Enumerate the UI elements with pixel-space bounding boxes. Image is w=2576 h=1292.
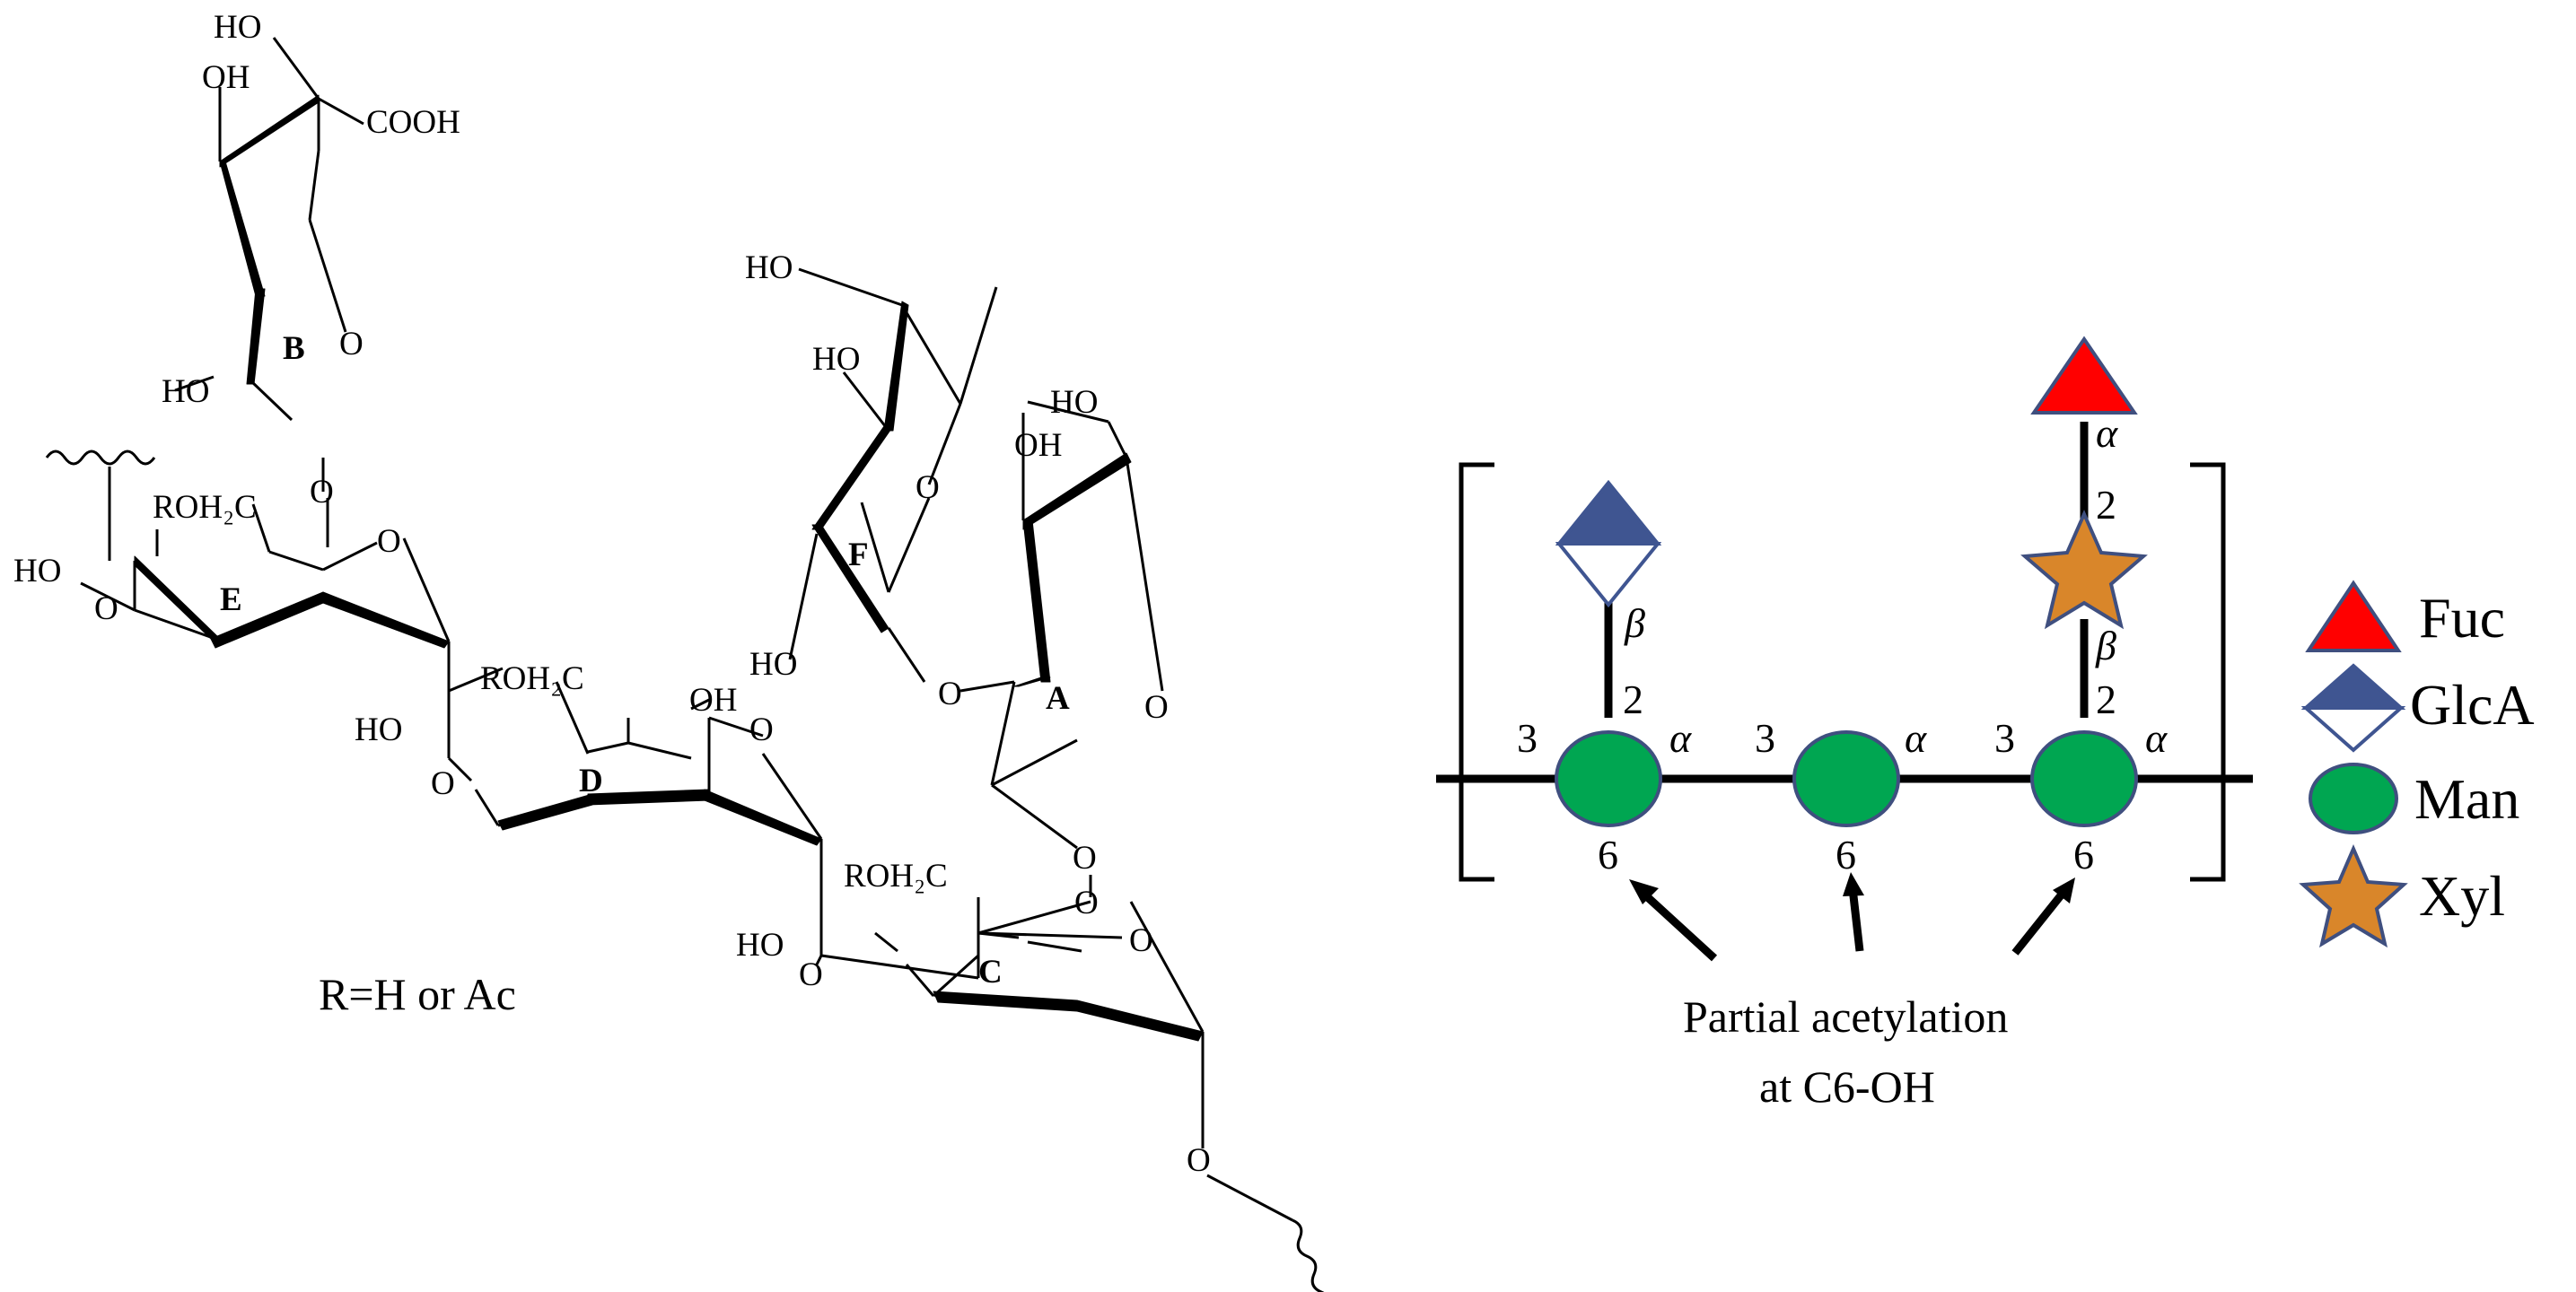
link-6-left: 6	[1598, 832, 1618, 877]
ring-label-B: B	[283, 330, 305, 367]
a-ho: HO	[1050, 384, 1098, 421]
ring-label-E: E	[220, 581, 242, 618]
ring-label-A: A	[1046, 680, 1070, 717]
ring-label-C: C	[978, 954, 1003, 991]
b-ho-left: HO	[162, 373, 209, 410]
f-ho-bottom: HO	[749, 646, 797, 683]
b-oh: OH	[202, 59, 250, 96]
a-o-ring: O	[1144, 689, 1169, 726]
f-o-ring: O	[916, 469, 940, 506]
legend-fuc-label: Fuc	[2419, 586, 2505, 650]
link-alpha-fuc: α	[2096, 410, 2118, 456]
ring-label-D: D	[579, 763, 603, 799]
link-2-fuc: 2	[2096, 482, 2116, 528]
link-3-right: 3	[1994, 715, 2015, 761]
e-roh2c: ROH₂C	[153, 489, 257, 526]
wavy-bond-left	[45, 450, 156, 466]
b-o-link: O	[310, 474, 334, 511]
acetylation-note-line2: at C6-OH	[1759, 1061, 1935, 1112]
legend-glca-icon	[2300, 663, 2406, 753]
e-o-left: O	[94, 590, 118, 627]
fuc-residue	[2030, 336, 2138, 415]
link-beta-glca: β	[1624, 600, 1645, 646]
legend-glca-label: GlcA	[2410, 673, 2535, 737]
fa-o-link: O	[938, 676, 962, 712]
b-ho-top: HO	[214, 9, 261, 46]
legend-fuc-icon	[2305, 580, 2402, 652]
ring-E: ROH₂C HO O O E	[13, 450, 451, 649]
link-3-left: 3	[1517, 715, 1538, 761]
b-o-ring: O	[339, 326, 364, 362]
link-alpha-2: α	[1905, 715, 1927, 761]
a-o-link: O	[1073, 840, 1097, 877]
chemical-structure: HO OH COOH O B HO O ROH₂C HO O	[13, 9, 1325, 1292]
f-ho-top: HO	[745, 249, 793, 286]
c-o-bottom: O	[1187, 1142, 1211, 1179]
r-substituent-note: R=H or Ac	[319, 969, 516, 1019]
man-residue-middle	[1792, 730, 1900, 827]
acetylation-note-line1: Partial acetylation	[1683, 991, 2008, 1042]
link-beta-xyl: β	[2095, 623, 2116, 668]
f-ho-mid: HO	[812, 341, 860, 378]
ring-F: HO HO O F HO O	[745, 249, 998, 712]
link-3-mid: 3	[1755, 715, 1775, 761]
c-ho: HO	[736, 927, 784, 964]
legend-xyl-icon	[2299, 843, 2408, 948]
ring-label-F: F	[848, 537, 869, 573]
b-cooh: COOH	[366, 104, 460, 141]
legend-xyl-label: Xyl	[2419, 864, 2505, 928]
xyl-residue	[2020, 510, 2148, 630]
ring-A: HO OH O A O	[959, 384, 1169, 897]
link-6-mid: 6	[1836, 832, 1856, 877]
glca-residue	[1555, 479, 1662, 608]
d-oh: OH	[689, 682, 737, 719]
ring-C: ROH₂C O HO O O C O	[736, 839, 1325, 1292]
snfg-repeat-unit: 3 α 3 α 3 α β 2 α 2 β 2 6 6 6 Partial ac…	[1436, 336, 2253, 1112]
ring-D: ROH₂C OH HO O O D	[355, 642, 823, 846]
legend-man-icon	[2309, 763, 2398, 834]
e-ho: HO	[13, 553, 61, 589]
left-bracket	[1459, 462, 1494, 882]
d-ho: HO	[355, 711, 402, 748]
c-o-top: O	[1074, 885, 1099, 921]
c-roh2c: ROH₂C	[844, 858, 948, 895]
link-2-glca: 2	[1623, 677, 1643, 722]
link-6-right: 6	[2073, 832, 2094, 877]
d-o-left: O	[431, 765, 455, 802]
right-bracket	[2190, 462, 2226, 882]
man-residue-right	[2030, 730, 2138, 827]
wavy-bond-right	[1292, 1218, 1325, 1292]
c-o-left: O	[799, 956, 823, 993]
ring-B: HO OH COOH O B HO O	[162, 9, 460, 511]
acetylation-arrows	[1629, 872, 2075, 962]
legend-man-label: Man	[2414, 767, 2519, 831]
legend: Fuc GlcA Man Xyl	[2299, 580, 2535, 948]
d-roh2c: ROH₂C	[480, 660, 584, 697]
e-o-ring: O	[377, 523, 401, 560]
link-alpha-1: α	[1669, 715, 1692, 761]
d-o-ring: O	[749, 711, 774, 748]
a-oh: OH	[1014, 427, 1062, 464]
man-residue-left	[1555, 730, 1662, 827]
link-alpha-3: α	[2145, 715, 2168, 761]
c-o-ring: O	[1129, 922, 1153, 959]
link-2-xyl: 2	[2096, 677, 2116, 722]
